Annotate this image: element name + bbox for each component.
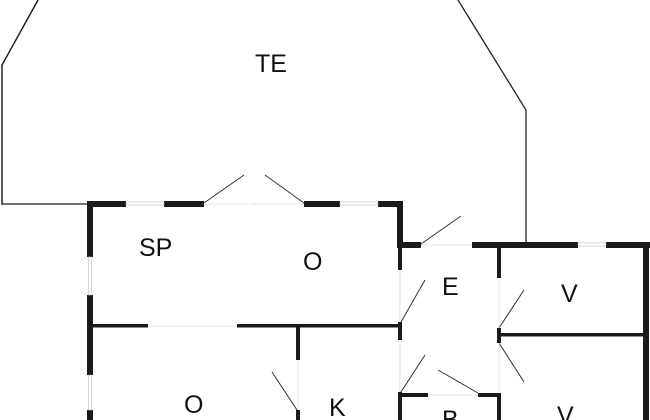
room-label-entrance: E (442, 273, 459, 301)
walls (87, 201, 650, 420)
door-swings (203, 174, 525, 411)
room-label-dining: SP (139, 234, 172, 262)
door-openings (148, 203, 500, 410)
room-label-living-bottom: O (184, 391, 203, 419)
room-label-terrace: TE (255, 50, 287, 78)
terrace-outline (1, 0, 39, 205)
windows (88, 201, 607, 411)
room-label-living-top: O (303, 248, 322, 276)
terrace-outline-left (1, 0, 39, 204)
room-label-bedroom-2: V (557, 402, 574, 420)
room-label-bathroom: B (442, 406, 459, 420)
room-label-kitchen: K (329, 394, 346, 420)
room-label-bedroom-1: V (561, 280, 578, 308)
terrace-outline-right (457, 0, 527, 244)
